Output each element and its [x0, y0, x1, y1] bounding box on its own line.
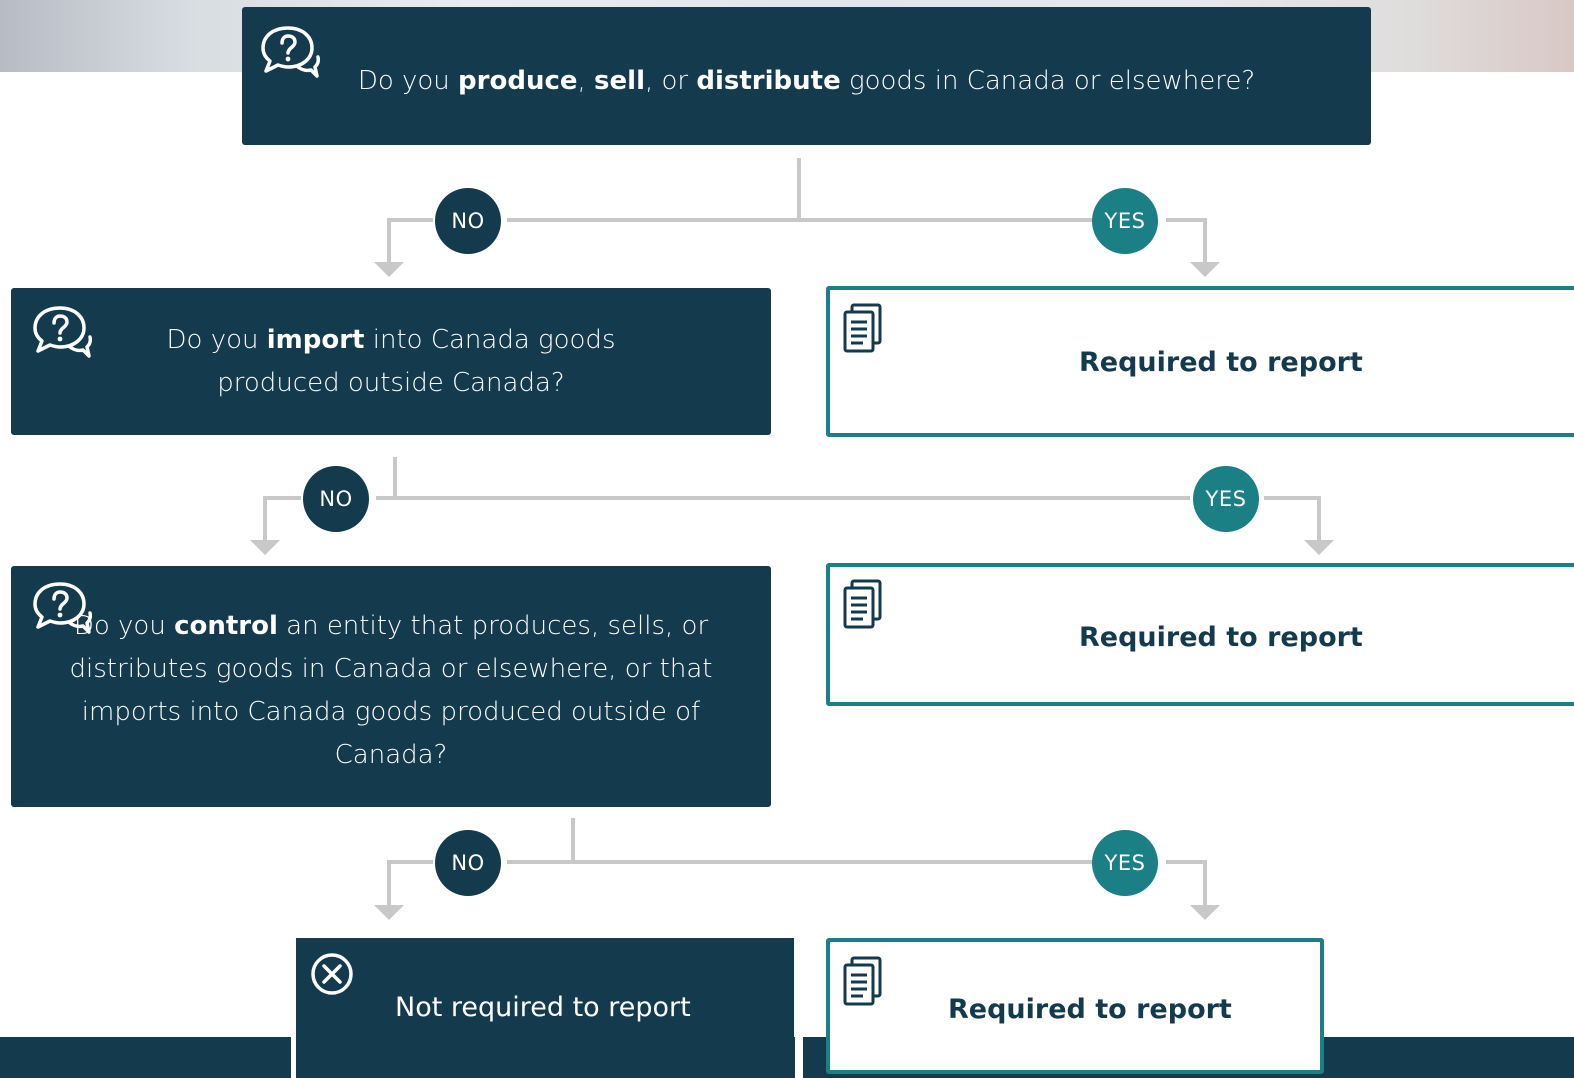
question-text: Do you control an entity that produces, …: [69, 610, 713, 770]
question-text: Do you produce, sell, or distribute good…: [357, 65, 1256, 96]
result-required-to-report: Required to report: [826, 286, 1574, 437]
footer-gap: [795, 1037, 803, 1078]
yes-badge: YES: [1193, 466, 1259, 532]
no-badge: NO: [435, 188, 501, 254]
question-bubbles-icon: [33, 306, 92, 358]
result-label: Not required to report: [395, 992, 691, 1023]
no-badge: NO: [303, 466, 369, 532]
result-label: Required to report: [948, 994, 1232, 1025]
question-control-entity: Do you control an entity that produces, …: [11, 566, 771, 807]
question-produce-sell-distribute: Do you produce, sell, or distribute good…: [242, 7, 1371, 145]
document-icon: [843, 303, 882, 353]
result-required-to-report: Required to report: [826, 563, 1574, 706]
no-badge: NO: [435, 830, 501, 896]
question-import: Do you import into Canada goods produced…: [11, 288, 771, 435]
close-circle-icon: [311, 953, 353, 995]
result-label: Required to report: [1079, 622, 1363, 653]
question-text: Do you import into Canada goods produced…: [166, 324, 616, 398]
question-bubbles-icon: [33, 582, 92, 634]
result-required-to-report: Required to report: [826, 938, 1324, 1074]
document-icon: [843, 579, 882, 629]
document-icon: [843, 956, 882, 1006]
footer-gap: [291, 1037, 299, 1078]
yes-badge: YES: [1092, 188, 1158, 254]
result-label: Required to report: [1079, 347, 1363, 378]
yes-badge: YES: [1092, 830, 1158, 896]
result-not-required-to-report: Not required to report: [296, 938, 794, 1078]
question-bubbles-icon: [261, 26, 320, 78]
